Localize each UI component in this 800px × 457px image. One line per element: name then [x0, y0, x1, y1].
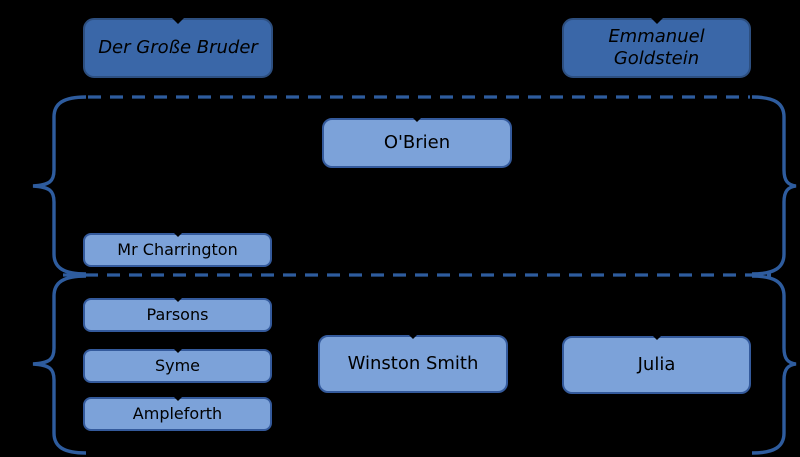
connector-notch: [173, 298, 182, 302]
node-ampleforth: Ampleforth: [83, 397, 272, 431]
node-winston: Winston Smith: [318, 335, 508, 393]
node-obrien: O'Brien: [322, 118, 512, 168]
node-big-brother: Der Große Bruder: [83, 18, 273, 78]
connector-notch: [413, 118, 421, 122]
node-goldstein: Emmanuel Goldstein: [562, 18, 751, 78]
node-label: Syme: [154, 356, 201, 375]
node-label: O'Brien: [383, 131, 451, 153]
connector-notch: [173, 233, 182, 237]
right-brace-group1: [751, 95, 797, 276]
node-label: Julia: [637, 353, 676, 375]
node-label: Emmanuel Goldstein: [608, 25, 705, 70]
node-label: Winston Smith: [347, 352, 479, 374]
connector-notch: [173, 349, 182, 353]
node-julia: Julia: [562, 336, 751, 394]
node-charrington: Mr Charrington: [83, 233, 272, 267]
node-label: Parsons: [146, 305, 209, 324]
left-brace-group2: [32, 274, 87, 455]
node-syme: Syme: [83, 349, 272, 383]
node-label: Der Große Bruder: [98, 36, 258, 58]
node-label: Mr Charrington: [117, 240, 238, 259]
connector-notch: [650, 18, 663, 24]
node-label: Ampleforth: [132, 404, 223, 423]
connector-notch: [173, 397, 182, 401]
connector-notch: [652, 336, 661, 340]
left-brace-group1: [32, 95, 87, 276]
connector-notch: [409, 335, 417, 339]
node-parsons: Parsons: [83, 298, 272, 332]
connector-notch: [172, 18, 184, 24]
right-brace-group2: [751, 274, 797, 455]
